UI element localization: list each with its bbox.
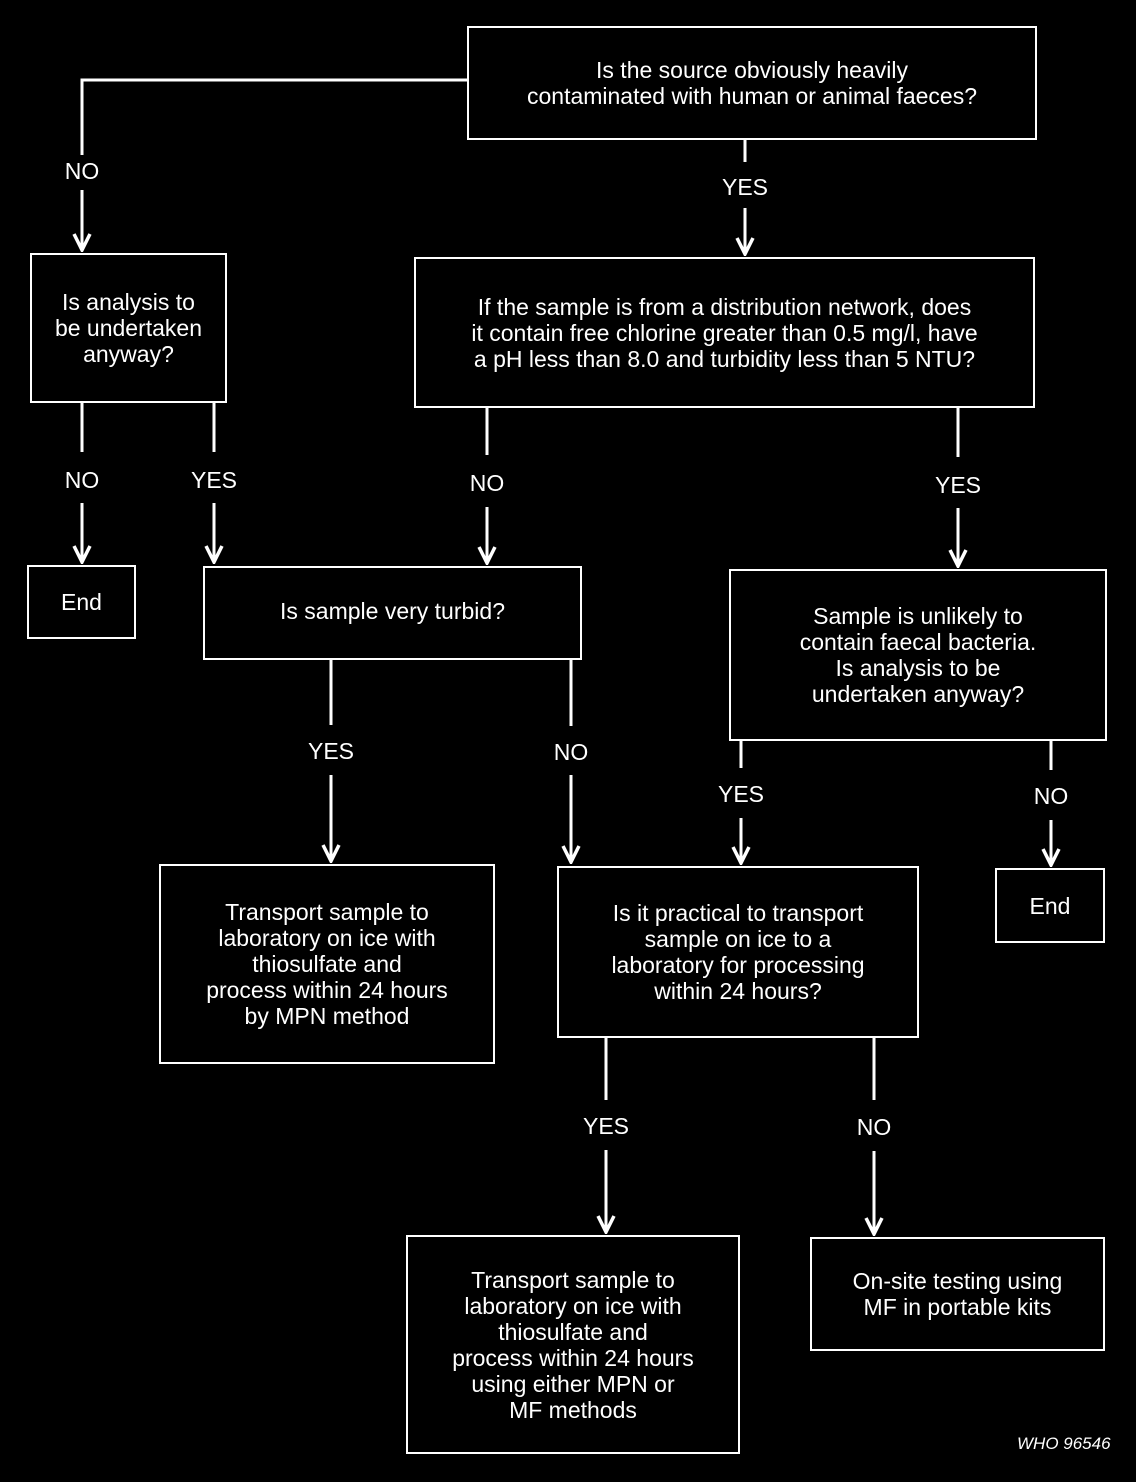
question-sample-turbid: Is sample very turbid? — [203, 566, 582, 660]
action-transport-mpn: Transport sample to laboratory on ice wi… — [159, 864, 495, 1064]
question-source-contaminated: Is the source obviously heavily contamin… — [467, 26, 1037, 140]
label-anyway-left-no: NO — [64, 467, 100, 493]
label-turbid-no: NO — [553, 739, 589, 765]
label-unlikely-no: NO — [1033, 783, 1069, 809]
question-unlikely-faecal: Sample is unlikely to contain faecal bac… — [729, 569, 1107, 741]
action-onsite-testing: On-site testing using MF in portable kit… — [810, 1237, 1105, 1351]
end-box-left: End — [27, 565, 136, 639]
label-distribution-yes: YES — [934, 472, 982, 498]
label-source-no: NO — [64, 158, 100, 184]
action-transport-mpn-mf: Transport sample to laboratory on ice wi… — [406, 1235, 740, 1454]
label-distribution-no: NO — [469, 470, 505, 496]
question-distribution-network: If the sample is from a distribution net… — [414, 257, 1035, 408]
connector-source-no — [80, 78, 467, 155]
label-practical-no: NO — [856, 1114, 892, 1140]
label-unlikely-yes: YES — [717, 781, 765, 807]
label-source-yes: YES — [721, 174, 769, 200]
label-anyway-left-yes: YES — [190, 467, 238, 493]
label-practical-yes: YES — [582, 1113, 630, 1139]
end-box-right: End — [995, 868, 1105, 943]
question-practical-transport: Is it practical to transport sample on i… — [557, 866, 919, 1038]
question-analysis-anyway-left: Is analysis to be undertaken anyway? — [30, 253, 227, 403]
label-turbid-yes: YES — [307, 738, 355, 764]
figure-code: WHO 96546 — [1017, 1434, 1111, 1453]
